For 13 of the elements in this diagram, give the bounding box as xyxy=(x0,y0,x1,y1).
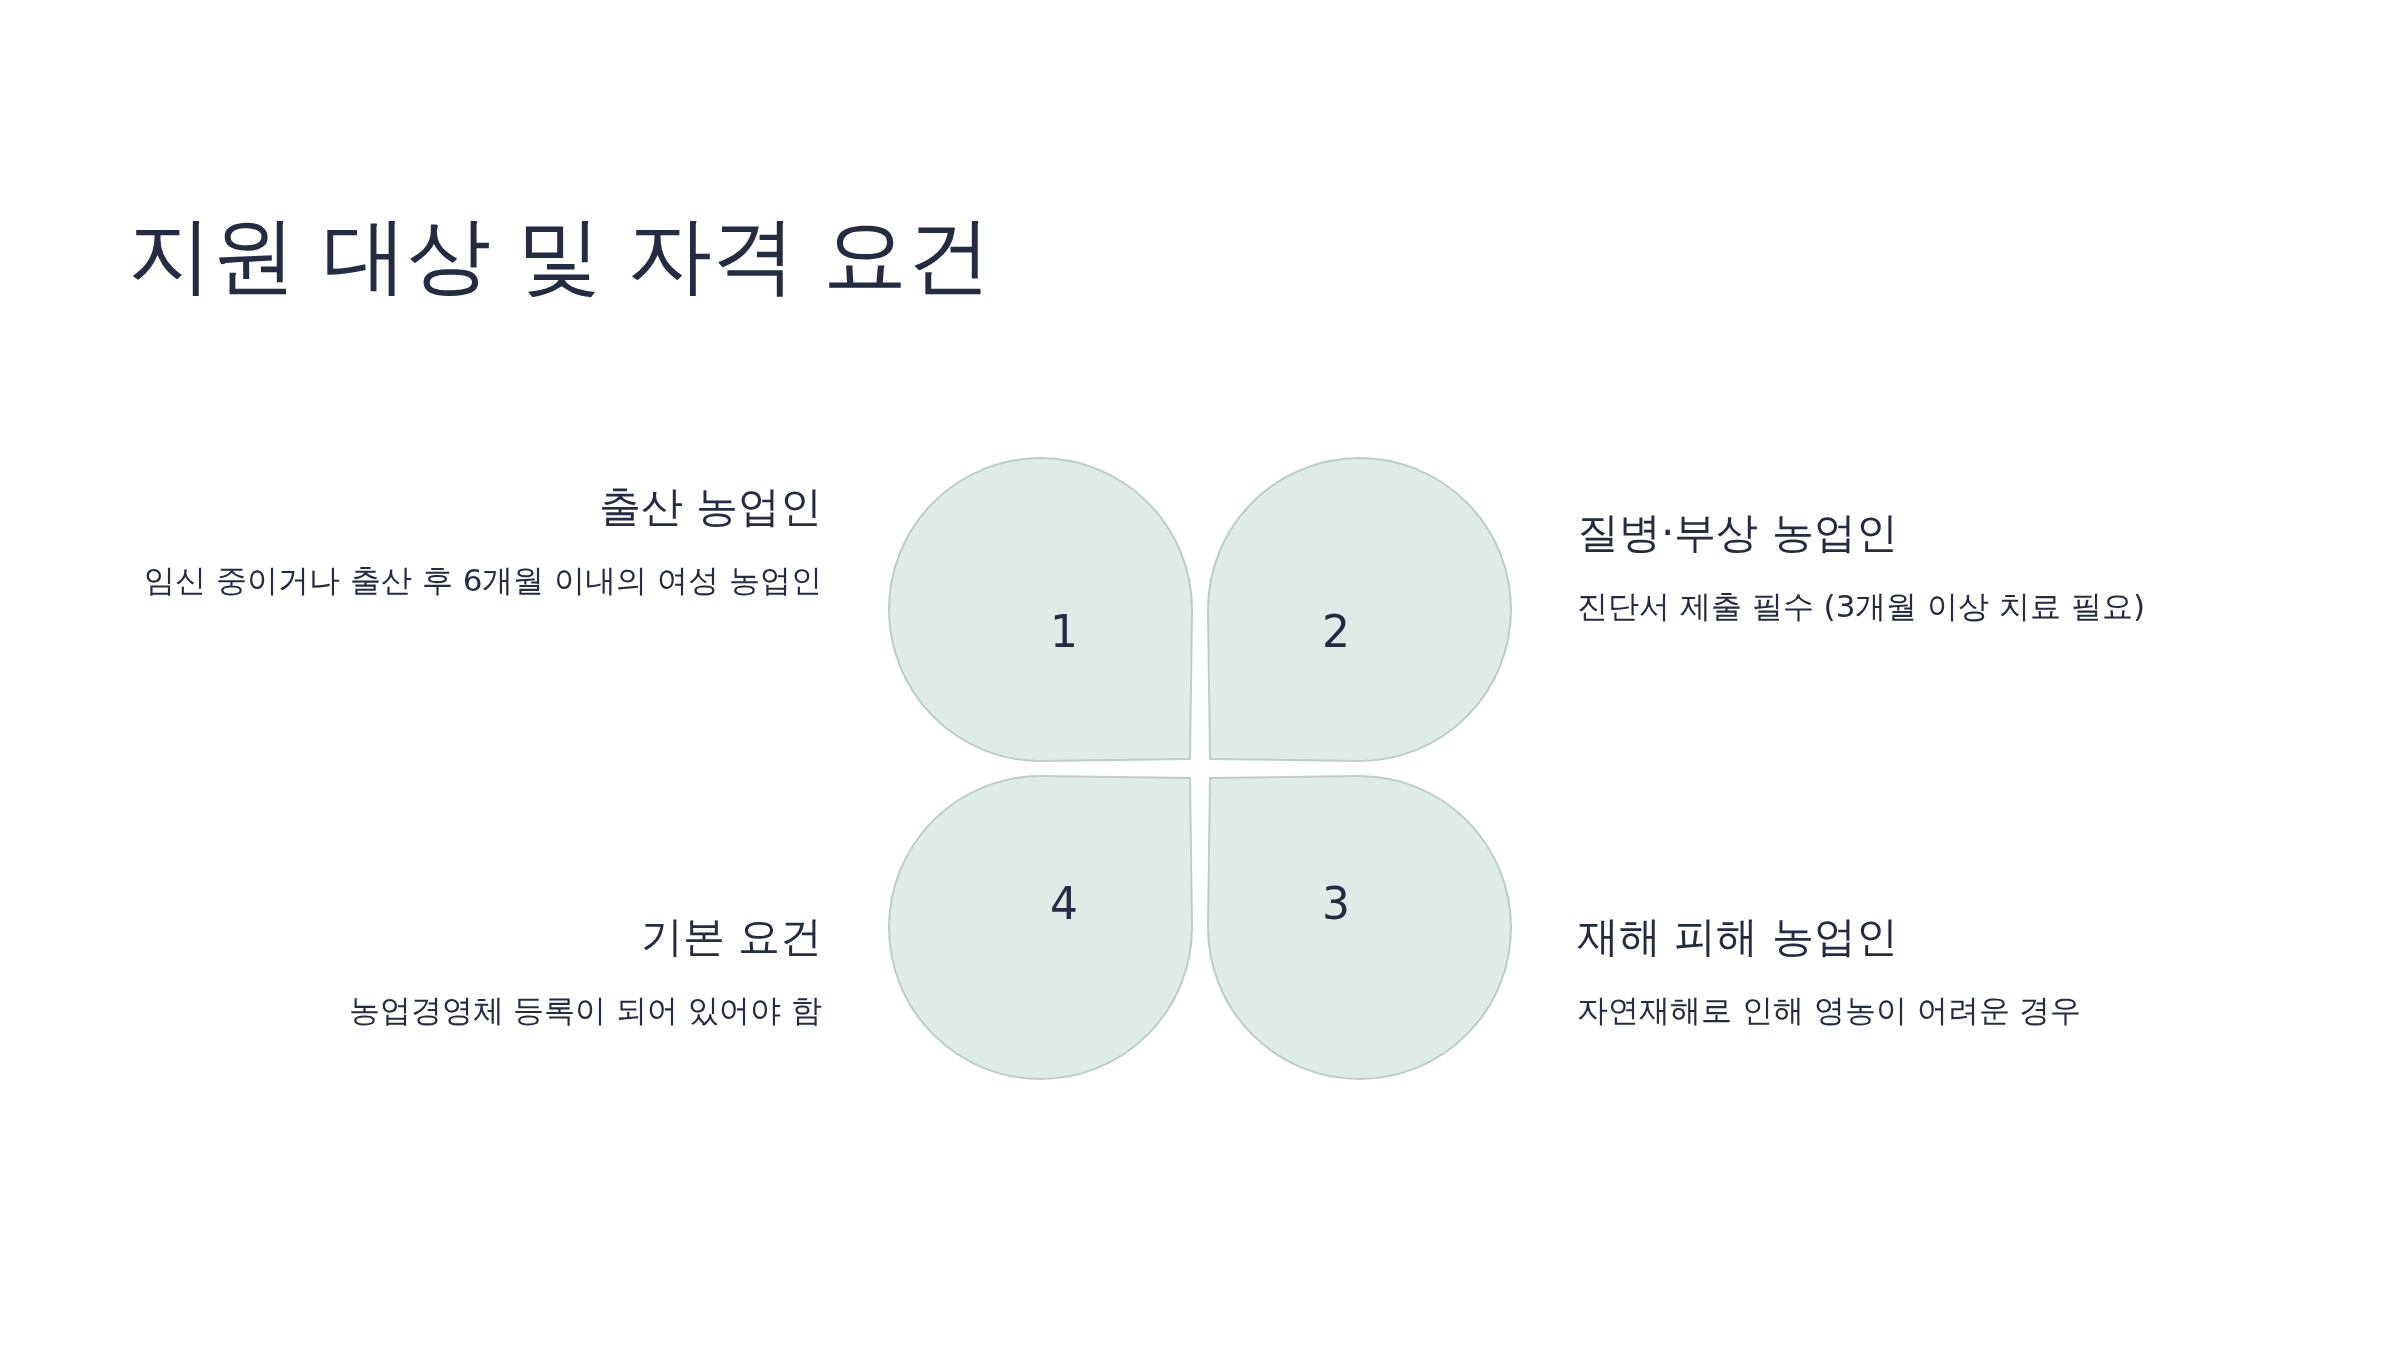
item-description: 자연재해로 인해 영농이 어려운 경우 xyxy=(1577,990,2082,1030)
petal-number: 2 xyxy=(1322,610,1350,654)
item-description: 임신 중이거나 출산 후 6개월 이내의 여성 농업인 xyxy=(144,560,822,600)
page-title: 지원 대상 및 자격 요건 xyxy=(128,205,991,306)
item-heading: 재해 피해 농업인 xyxy=(1577,911,1898,963)
item-heading: 질병·부상 농업인 xyxy=(1577,507,1898,559)
item-description: 농업경영체 등록이 되어 있어야 함 xyxy=(348,990,822,1030)
petal-number: 1 xyxy=(1050,610,1078,654)
item-heading: 출산 농업인 xyxy=(598,481,822,533)
item-description: 진단서 제출 필수 (3개월 이상 치료 필요) xyxy=(1577,586,2146,626)
petal-number: 3 xyxy=(1322,882,1350,926)
item-heading: 기본 요건 xyxy=(640,911,822,963)
petal-number: 4 xyxy=(1050,882,1078,926)
